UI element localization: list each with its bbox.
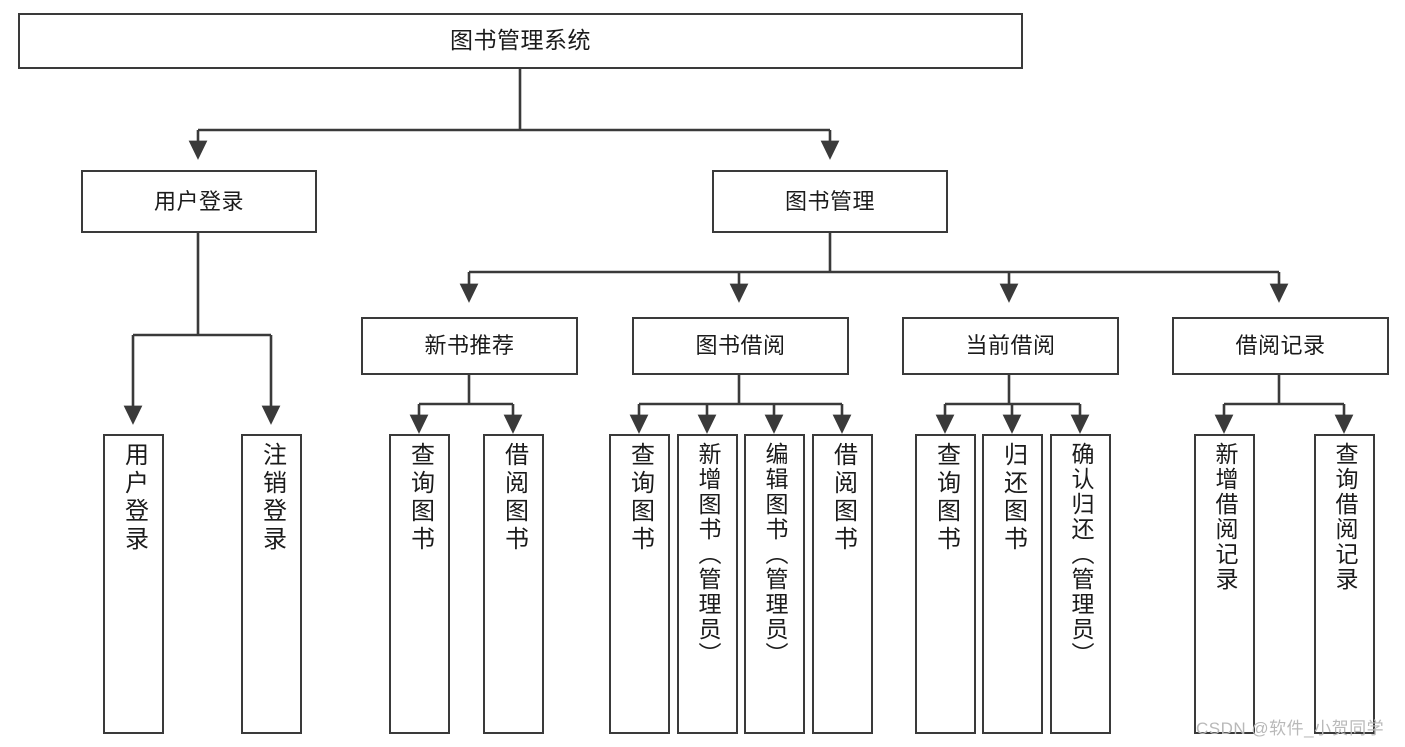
node-borrow-record[interactable]: 借阅记录	[1172, 317, 1389, 375]
leaf-borrow-record-query[interactable]: 查询借阅记录	[1314, 434, 1375, 734]
leaf-book-borrow-edit[interactable]: 编辑图书（管理员）	[744, 434, 805, 734]
node-label: 注销登录	[258, 442, 286, 554]
leaf-book-borrow-add[interactable]: 新增图书（管理员）	[677, 434, 738, 734]
node-label: 查询借阅记录	[1332, 442, 1358, 592]
node-label: 用户登录	[153, 188, 244, 214]
node-label: 新书推荐	[424, 333, 515, 359]
leaf-new-book-borrow[interactable]: 借阅图书	[483, 434, 544, 734]
node-new-book-recommend[interactable]: 新书推荐	[361, 317, 578, 375]
node-label: 新增借阅记录	[1212, 442, 1238, 592]
node-book-borrow[interactable]: 图书借阅	[632, 317, 849, 375]
node-root-book-management-system[interactable]: 图书管理系统	[18, 13, 1023, 69]
node-label: 当前借阅	[965, 333, 1056, 359]
node-current-borrow[interactable]: 当前借阅	[902, 317, 1119, 375]
node-book-management[interactable]: 图书管理	[712, 170, 948, 233]
leaf-current-borrow-return[interactable]: 归还图书	[982, 434, 1043, 734]
node-label: 编辑图书（管理员）	[762, 442, 788, 667]
node-label: 确认归还（管理员）	[1068, 442, 1094, 667]
node-label: 归还图书	[999, 442, 1027, 554]
watermark: CSDN @软件_小贺同学	[1196, 719, 1385, 738]
node-label: 用户登录	[120, 442, 148, 554]
leaf-new-book-query[interactable]: 查询图书	[389, 434, 450, 734]
leaf-current-borrow-confirm-return[interactable]: 确认归还（管理员）	[1050, 434, 1111, 734]
node-label: 借阅记录	[1235, 333, 1326, 359]
node-label: 借阅图书	[829, 442, 857, 554]
node-label: 查询图书	[406, 442, 434, 554]
leaf-borrow-record-add[interactable]: 新增借阅记录	[1194, 434, 1255, 734]
node-label: 借阅图书	[500, 442, 528, 554]
node-label: 新增图书（管理员）	[695, 442, 721, 667]
node-label: 图书借阅	[695, 333, 786, 359]
leaf-current-borrow-query[interactable]: 查询图书	[915, 434, 976, 734]
leaf-book-borrow-borrow[interactable]: 借阅图书	[812, 434, 873, 734]
node-label: 图书管理	[784, 188, 875, 214]
leaf-user-login-login[interactable]: 用户登录	[103, 434, 164, 734]
node-label: 查询图书	[626, 442, 654, 554]
node-user-login[interactable]: 用户登录	[81, 170, 317, 233]
leaf-user-login-logout[interactable]: 注销登录	[241, 434, 302, 734]
node-label: 图书管理系统	[450, 27, 591, 54]
node-label: 查询图书	[932, 442, 960, 554]
leaf-book-borrow-query[interactable]: 查询图书	[609, 434, 670, 734]
